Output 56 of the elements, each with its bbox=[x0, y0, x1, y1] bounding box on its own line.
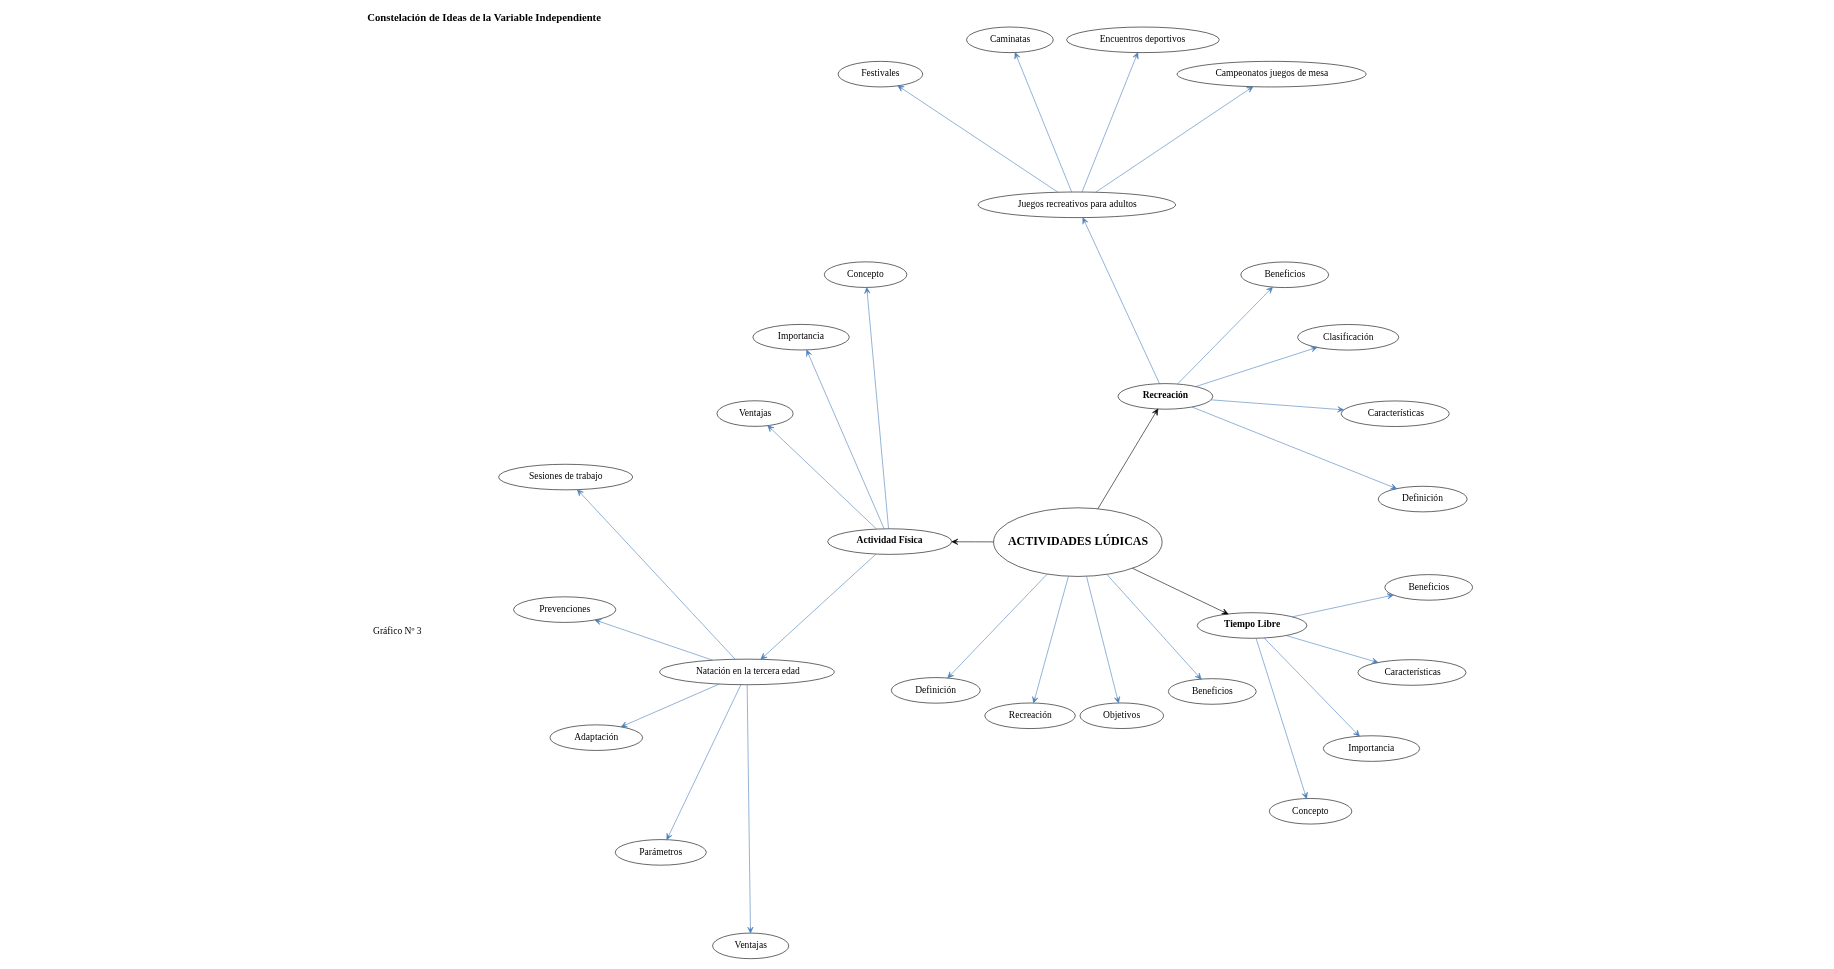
arrow bbox=[1131, 568, 1228, 615]
arrow bbox=[1194, 346, 1317, 387]
node-ellipse: Juegos recreativos para adultos bbox=[977, 191, 1176, 218]
arrow bbox=[594, 619, 713, 661]
arrow bbox=[1285, 635, 1378, 664]
node-ellipse: Actividad Física bbox=[826, 528, 952, 555]
arrow bbox=[897, 85, 1058, 193]
node-ellipse: Sesiones de trabajo bbox=[497, 463, 633, 491]
node-ellipse: Objetivos bbox=[1079, 702, 1164, 729]
arrow bbox=[1094, 86, 1253, 193]
caption: Gráfico Nº 3 bbox=[372, 625, 422, 637]
arrow bbox=[1082, 217, 1160, 385]
arrow bbox=[1014, 52, 1072, 193]
node-ellipse: Importancia bbox=[1322, 735, 1420, 762]
node-ellipse: Recreación bbox=[984, 702, 1076, 729]
arrow bbox=[1106, 574, 1202, 680]
node-ellipse: ACTIVIDADES LÚDICAS bbox=[992, 507, 1162, 577]
node-ellipse: Beneficios bbox=[1240, 261, 1329, 288]
arrow bbox=[951, 538, 994, 545]
arrow bbox=[620, 683, 720, 728]
node-ellipse: Encuentros deportivos bbox=[1065, 26, 1220, 53]
node-ellipse: Tiempo Libre bbox=[1196, 612, 1307, 639]
node-ellipse: Ventajas bbox=[711, 932, 789, 959]
arrow bbox=[1210, 399, 1344, 413]
node-ellipse: Campeonatos juegos de mesa bbox=[1176, 61, 1366, 88]
arrow bbox=[805, 349, 884, 530]
node-ellipse: Festivales bbox=[837, 61, 923, 88]
node-ellipse: Ventajas bbox=[716, 400, 793, 427]
arrow bbox=[666, 684, 741, 840]
node-ellipse: Definición bbox=[890, 677, 981, 704]
arrow bbox=[1191, 406, 1397, 490]
arrow bbox=[760, 553, 876, 660]
arrow bbox=[1085, 576, 1120, 704]
node-ellipse: Concepto bbox=[823, 261, 907, 288]
diagram-title: Constelación de Ideas de la Variable Independiente bbox=[366, 10, 601, 23]
arrow bbox=[1263, 637, 1360, 737]
arrow bbox=[766, 425, 877, 530]
arrow bbox=[863, 287, 889, 530]
node-ellipse: Caminatas bbox=[965, 26, 1054, 53]
arrow bbox=[1255, 637, 1308, 799]
node-ellipse: Beneficios bbox=[1167, 678, 1256, 705]
node-ellipse: Características bbox=[1340, 400, 1450, 427]
arrow bbox=[746, 684, 753, 934]
arrow bbox=[1176, 286, 1273, 385]
arrow bbox=[1097, 408, 1158, 509]
arrow bbox=[946, 573, 1047, 679]
arrow bbox=[1081, 52, 1138, 193]
node-ellipse: Natación en la tercera edad bbox=[658, 658, 835, 686]
arrow bbox=[576, 489, 735, 660]
node-ellipse: Concepto bbox=[1268, 798, 1352, 825]
node-ellipse: Recreación bbox=[1117, 383, 1213, 410]
arrow bbox=[1031, 576, 1069, 704]
node-ellipse: Adaptación bbox=[549, 724, 643, 751]
node-ellipse: Importancia bbox=[752, 324, 850, 351]
node-ellipse: Parámetros bbox=[614, 839, 707, 866]
arrow bbox=[1291, 593, 1394, 618]
